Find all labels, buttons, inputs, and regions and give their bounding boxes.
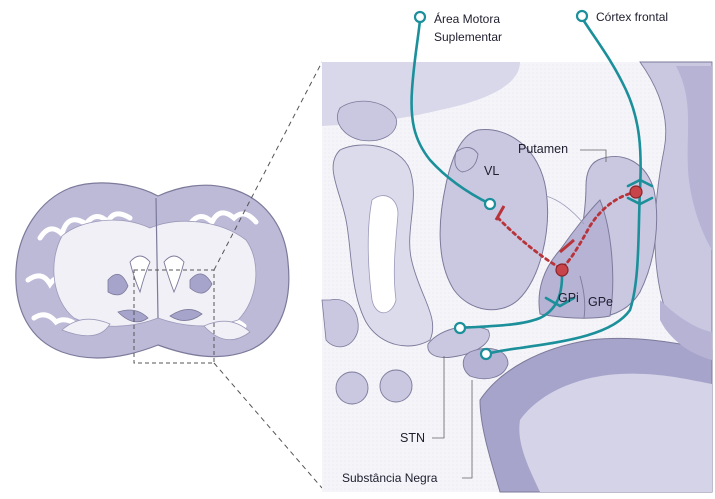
zoomed-panel (322, 62, 712, 492)
putamen-neuron (630, 186, 642, 198)
brain-white-matter (54, 220, 256, 326)
label-cortex-frontal: Córtex frontal (596, 10, 668, 24)
sn-terminal (481, 349, 491, 359)
cortex-terminal (577, 11, 587, 21)
sma-terminal (415, 12, 425, 22)
zoom-guide-bottom (214, 363, 322, 488)
coronal-brain-section (16, 183, 289, 363)
vl-terminal (485, 199, 495, 209)
stn-terminal (455, 323, 465, 333)
fornix-white (368, 196, 398, 313)
nucleus-circle-2 (380, 370, 412, 402)
label-substancia-negra: Substância Negra (342, 471, 438, 485)
label-gpi: GPi (558, 291, 579, 305)
nucleus-circle-1 (336, 372, 368, 404)
label-gpe: GPe (588, 295, 613, 309)
gpi-neuron (556, 264, 568, 276)
label-putamen: Putamen (518, 142, 568, 156)
label-stn: STN (400, 431, 425, 445)
label-area-motora: Área Motora (434, 11, 500, 26)
label-vl: VL (484, 164, 499, 178)
label-suplementar: Suplementar (434, 30, 502, 44)
